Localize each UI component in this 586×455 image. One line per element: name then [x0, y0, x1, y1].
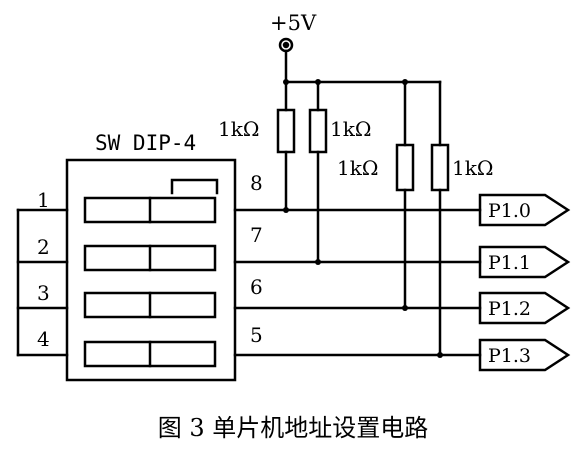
port-label-p1-2: P1.2: [488, 298, 531, 320]
resistor-3: [395, 80, 415, 310]
resistor-label-4: 1kΩ: [452, 156, 493, 180]
junction-dot: [402, 79, 408, 85]
right-pin-5: 5: [250, 323, 263, 347]
switch-slot-2: [83, 244, 217, 272]
supply-label: +5V: [270, 11, 317, 35]
port-flag-p1-1: [478, 245, 571, 279]
supply-terminal-dot: [282, 41, 290, 49]
left-pin-1: 1: [37, 188, 50, 212]
resistor-label-3: 1kΩ: [337, 156, 378, 180]
figure-caption: 图 3 单片机地址设置电路: [158, 414, 429, 442]
switch-orientation-mark: [170, 178, 219, 195]
dip-switch-body: [65, 158, 237, 382]
resistor-4: [430, 80, 450, 357]
right-pin-7: 7: [250, 223, 263, 247]
resistor-1: [276, 80, 296, 212]
switch-slot-3: [83, 291, 217, 319]
port-label-p1-0: P1.0: [488, 200, 531, 222]
switch-slot-1: [83, 196, 217, 224]
junction-dot: [283, 79, 289, 85]
junction-dot: [315, 259, 321, 265]
port-flag-p1-0: [478, 193, 571, 227]
junction-dot: [315, 79, 321, 85]
port-flag-p1-2: [478, 291, 571, 325]
switch-slot-4: [83, 340, 217, 368]
port-flag-p1-3: [478, 338, 571, 372]
junction-dot: [402, 305, 408, 311]
switch-label: SW DIP-4: [95, 131, 196, 155]
left-pin-4: 4: [37, 327, 50, 351]
left-pin-2: 2: [37, 235, 50, 259]
resistor-label-1: 1kΩ: [218, 117, 259, 141]
resistor-2: [308, 80, 328, 264]
port-label-p1-3: P1.3: [488, 345, 531, 367]
resistor-label-2: 1kΩ: [330, 117, 371, 141]
left-pin-3: 3: [37, 281, 50, 305]
right-pin-8: 8: [250, 171, 263, 195]
junction-dot: [283, 207, 289, 213]
port-label-p1-1: P1.1: [488, 252, 531, 274]
right-pin-6: 6: [250, 275, 263, 299]
junction-dot: [437, 352, 443, 358]
